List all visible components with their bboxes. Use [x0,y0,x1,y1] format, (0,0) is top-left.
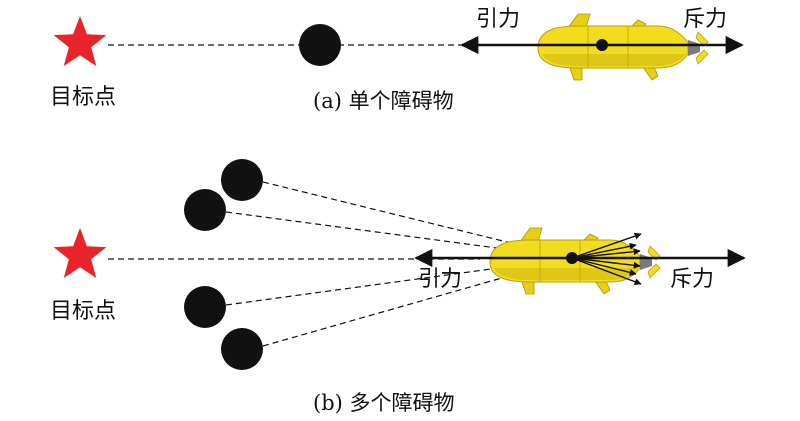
target-label: 目标点 [50,85,116,110]
vehicle-center-dot [566,252,578,264]
target-star-icon [53,228,107,278]
obstacle-circle [221,159,263,201]
target-star-icon [53,16,107,66]
obstacle-circle [184,189,226,231]
obstacle-circle [299,24,341,66]
target-label: 目标点 [50,299,116,324]
panel-a: 目标点 引力 斥力 (a) 单个障碍物 [50,7,744,113]
repulsion-component-arrow [571,257,641,269]
repulsion-component-arrow [571,242,637,259]
obstacle-circle [221,328,263,370]
repulsion-component-arrow [571,232,642,259]
repulsion-component-arrow [571,257,637,276]
caption-b: (b) 多个障碍物 [313,391,455,415]
repulsion-component-arrow [571,257,642,286]
repulsion-label: 斥力 [670,267,714,292]
obstacle-circle [184,286,226,328]
repulsion-label: 斥力 [683,7,727,32]
obstacle-line [262,257,573,347]
panel-b: 目标点 引力 斥力 (b) 多个障碍物 [50,159,746,415]
attraction-label: 引力 [476,7,520,32]
attraction-label: 引力 [418,267,462,292]
repulsion-component-arrow [571,248,641,259]
vehicle-center-dot [596,39,608,51]
caption-a: (a) 单个障碍物 [313,89,454,113]
